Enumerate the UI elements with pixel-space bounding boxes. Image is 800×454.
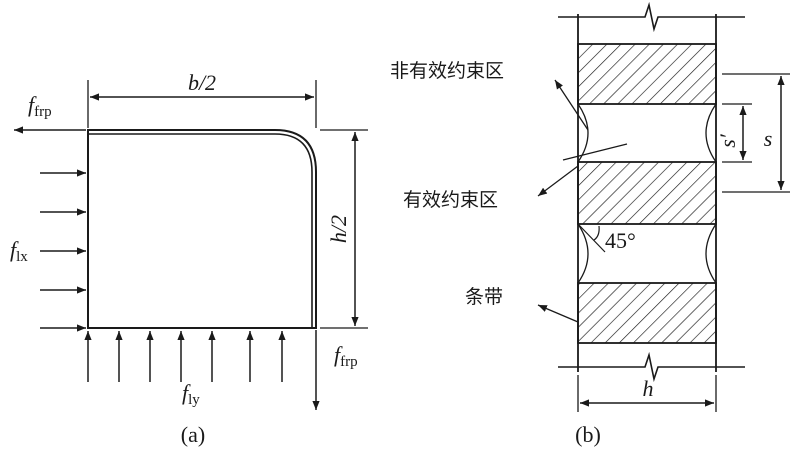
dimension-clear-spacing: s′ [715,103,752,163]
lateral-pressure-label-x: flx [10,237,28,265]
arch-left-lower [577,223,589,284]
frp-force-label-top: ffrp [28,92,52,120]
frp-strip-top [577,43,717,105]
panel-a: b/2 h/2 ffrp ffrp flx [10,70,368,447]
confined-zone-tangent [562,143,628,161]
panel-a-caption: (a) [181,422,205,447]
break-line-bottom [558,351,745,383]
strip-label: 条带 [465,286,503,308]
dimension-b-half-label: b/2 [188,70,216,95]
arch-left-upper [577,103,589,163]
frp-strip-middle [577,161,717,225]
dimension-h-half: h/2 [320,129,368,329]
frp-strip-bottom [577,282,717,344]
angle-arc [593,225,600,241]
confined-zone-label: 有效约束区 [403,189,498,211]
dimension-column-width: h [577,375,717,412]
frp-jacket-line [88,133,313,328]
panel-b: 45° 非有效约束区 有效约束区 条带 s s′ h [390,1,790,447]
lateral-pressure-label-y: fly [182,380,200,408]
unconfined-zone-label: 非有效约束区 [390,60,504,82]
leader-strip [537,304,579,323]
panel-b-caption: (b) [575,422,601,447]
leader-unconfined-zone [554,79,589,131]
leader-confined-zone [537,165,579,197]
dimension-column-width-label: h [643,376,654,401]
break-line-top [558,1,745,33]
dimension-strip-spacing-label: s [764,126,773,151]
dimension-h-half-label: h/2 [326,215,351,243]
angle-label: 45° [605,228,636,253]
dimension-clear-spacing-label: s′ [715,133,740,148]
angle-reference-line [577,223,606,253]
frp-force-label-right: ffrp [334,342,358,370]
quarter-section-outline [87,129,317,329]
dimension-b-half: b/2 [87,70,317,128]
lateral-pressure-arrows-x [40,169,86,332]
arch-right-upper [705,103,717,163]
dimension-strip-spacing: s [722,73,790,193]
arch-right-lower [705,223,717,284]
lateral-pressure-arrows-y [84,331,286,382]
